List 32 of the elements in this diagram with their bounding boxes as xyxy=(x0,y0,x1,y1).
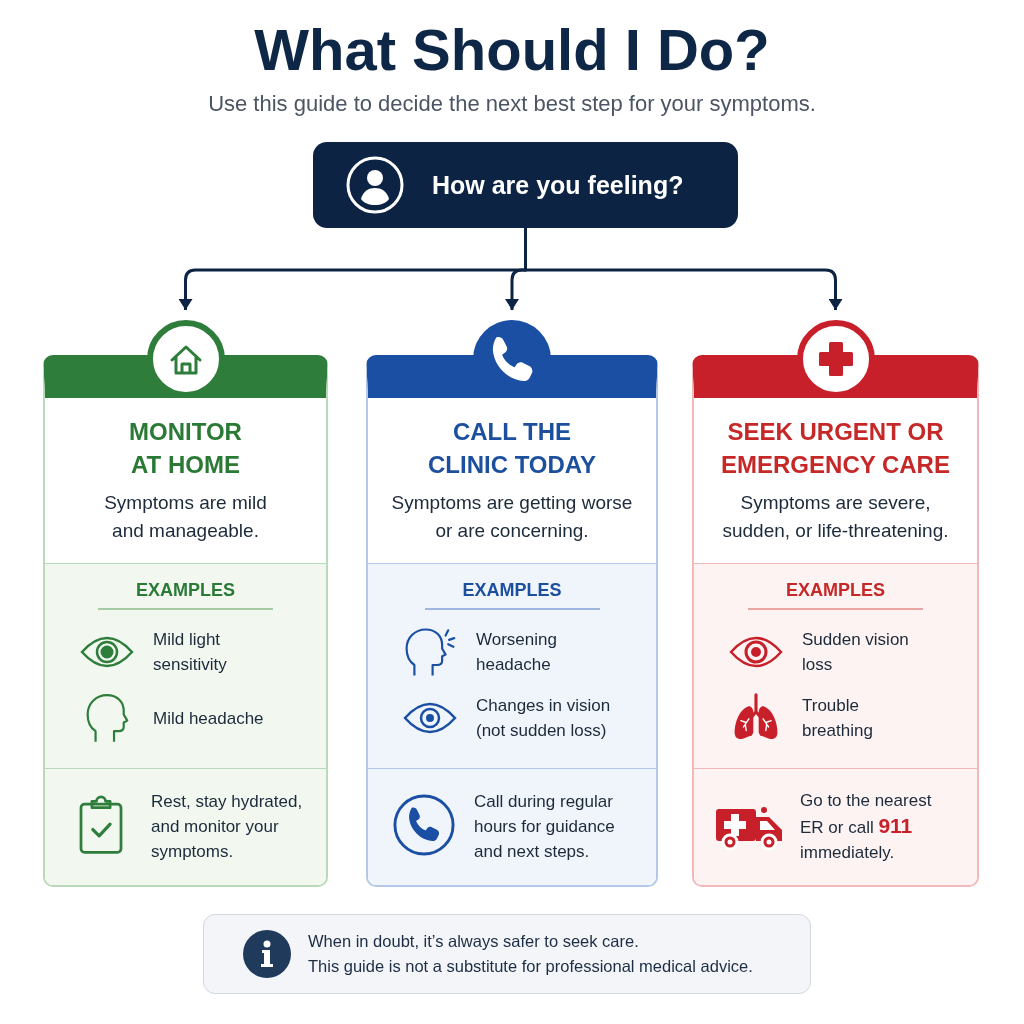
section-heading: EXAMPLES xyxy=(462,579,562,601)
example-text: Trouble breathing xyxy=(802,695,874,742)
action-text: Go to the nearest ER or call 911 immediately. xyxy=(800,789,933,864)
example-text: Mild headache xyxy=(153,707,265,730)
subtitle: Use this guide to decide the next best step for your symptoms. xyxy=(208,90,816,118)
card-heading: CALL THE CLINIC TODAY xyxy=(427,417,597,480)
card-description: Symptoms are getting worse or are concerning. xyxy=(391,491,633,543)
example-text: Mild light sensitivity xyxy=(153,629,228,676)
card-heading: MONITOR AT HOME xyxy=(128,417,243,480)
examples-panel xyxy=(45,563,326,768)
example-text: Worsening headache xyxy=(476,629,558,676)
example-text: Changes in vision (not sudden loss) xyxy=(476,695,612,742)
connector-arrow xyxy=(524,228,843,310)
card-heading: SEEK URGENT OR EMERGENCY CARE xyxy=(720,417,951,480)
note-text: This guide is not a substitute for professional medical advice. xyxy=(308,956,753,977)
section-heading: EXAMPLES xyxy=(136,579,236,601)
example-text: Sudden vision loss xyxy=(802,629,910,676)
action-panel xyxy=(368,768,656,885)
examples-panel xyxy=(368,563,656,768)
action-text: Rest, stay hydrated, and monitor your symptoms. xyxy=(151,790,304,863)
card-description: Symptoms are mild and manageable. xyxy=(103,491,268,543)
examples-panel xyxy=(694,563,977,768)
card-description: Symptoms are severe, sudden, or life-threatening. xyxy=(721,491,950,543)
question-box xyxy=(313,142,738,228)
action-text: Call during regular hours for guidance and next steps. xyxy=(474,790,616,863)
question-text: How are you feeling? xyxy=(432,170,684,200)
action-panel xyxy=(694,768,977,885)
action-panel xyxy=(45,768,326,885)
section-heading: EXAMPLES xyxy=(786,579,886,601)
note-text: When in doubt, it’s always safer to seek care. xyxy=(308,931,639,952)
note-box xyxy=(203,914,811,994)
title: What Should I Do? xyxy=(254,18,770,82)
